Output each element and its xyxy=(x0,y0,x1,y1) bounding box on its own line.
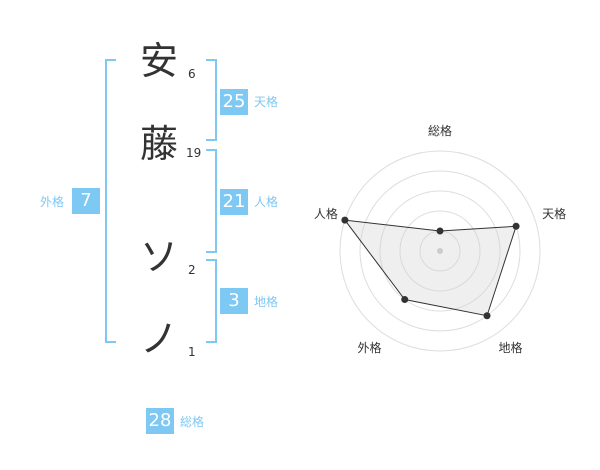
radar-ring xyxy=(359,170,521,332)
jinkaku-label: 人格 xyxy=(254,195,279,209)
stroke-count-4: 1 xyxy=(188,345,196,359)
tenkaku-value-badge: 25 xyxy=(220,89,248,115)
chikaku-value-badge: 3 xyxy=(220,288,248,314)
radar-ring xyxy=(379,190,501,312)
radar-point-3 xyxy=(483,312,491,320)
jinkaku-bracket xyxy=(206,149,217,253)
tenkaku-bracket xyxy=(206,59,217,141)
jinkaku-value-badge: 21 xyxy=(220,189,248,215)
name-char-4: ノ xyxy=(140,317,179,361)
radar-point-5 xyxy=(341,216,349,224)
radar-point-1 xyxy=(436,227,444,235)
radar-ring xyxy=(399,210,481,292)
radar-axis-label-3: 地格 xyxy=(499,340,523,355)
chikaku-bracket xyxy=(206,259,217,343)
name-char-2: 藤 xyxy=(140,122,179,166)
name-char-3: ソ xyxy=(140,235,179,279)
radar-point-4 xyxy=(401,296,409,304)
radar-axis-label-1: 総格 xyxy=(428,123,452,138)
chikaku-label: 地格 xyxy=(254,295,279,309)
name-char-1: 安 xyxy=(140,39,179,83)
radar-center-dot xyxy=(437,248,443,254)
radar-ring xyxy=(339,150,541,352)
stroke-count-1: 6 xyxy=(188,67,196,81)
soukaku-label: 総格 xyxy=(180,415,205,429)
radar-point-2 xyxy=(512,222,520,230)
radar-axis-label-4: 外格 xyxy=(357,340,381,355)
stroke-count-3: 2 xyxy=(188,263,196,277)
radar-axis-label-5: 人格 xyxy=(314,206,338,221)
radar-polygon xyxy=(343,219,517,317)
gaikaku-label: 外格 xyxy=(40,195,65,209)
radar-axis-label-2: 天格 xyxy=(542,206,566,221)
tenkaku-label: 天格 xyxy=(254,95,279,109)
gaikaku-value-badge: 7 xyxy=(72,188,100,214)
soukaku-value-badge: 28 xyxy=(146,408,174,434)
stroke-count-2: 19 xyxy=(186,146,202,160)
gaikaku-bracket xyxy=(105,59,116,343)
